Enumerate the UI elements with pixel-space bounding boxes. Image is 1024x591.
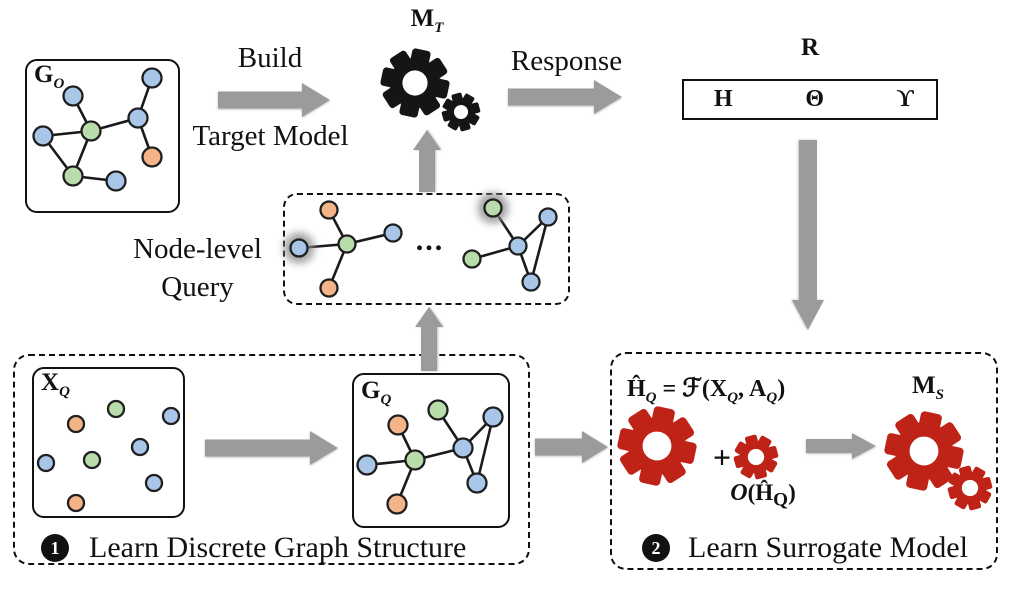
- graph-node-orange: [319, 200, 339, 220]
- query-graph-left: [283, 200, 403, 298]
- graph-node-blue: [466, 472, 488, 494]
- step1-box: [13, 354, 530, 565]
- step1-number-badge: 1: [41, 534, 69, 562]
- graph-node-blue: [161, 406, 181, 426]
- response-h-label: H: [714, 86, 733, 112]
- graph-node-blue: [538, 207, 558, 227]
- graph-node-blue: [105, 170, 127, 192]
- node-level-query-label: Node-level Query: [133, 233, 262, 304]
- graph-node-blue: [32, 125, 54, 147]
- graph-node-green: [462, 249, 482, 269]
- graph-node-green: [483, 198, 503, 218]
- graph-node-green: [82, 450, 102, 470]
- step1-caption-text: Learn Discrete Graph Structure: [89, 531, 467, 564]
- graph-node-orange: [386, 493, 408, 515]
- objective-label: O(ĤQ): [730, 480, 796, 511]
- graph-node-blue: [62, 85, 84, 107]
- graph-node-blue: [144, 473, 164, 493]
- response-matrix-box: H Θ ϒ: [682, 79, 938, 120]
- graph-node-orange: [387, 414, 409, 436]
- step2-number-badge: 2: [642, 534, 670, 562]
- query-graph-right: [462, 192, 558, 292]
- graph-edge: [529, 216, 550, 283]
- gq-to-surrogate-arrow: [535, 431, 608, 463]
- graph-node-orange: [319, 278, 339, 298]
- surrogate-formula: ĤQ=ℱ(XQ,AQ): [627, 375, 786, 406]
- graph-node-blue: [141, 67, 163, 89]
- xq-to-gq-arrow: [205, 431, 338, 465]
- surrogate-model-symbol: MS: [912, 372, 944, 403]
- response-arrow: [508, 80, 622, 114]
- graph-node-green: [337, 234, 357, 254]
- target-model-label: Target Model: [192, 120, 349, 152]
- query-features-box: [32, 367, 185, 518]
- response-down-arrow: [792, 140, 824, 330]
- graph-node-green: [80, 120, 102, 142]
- surrogate-gear-large-icon: [884, 411, 964, 491]
- graph-node-blue: [127, 107, 149, 129]
- step1-caption: 1 Learn Discrete Graph Structure: [41, 531, 466, 565]
- build-label: Build: [237, 42, 303, 74]
- query-feature-dots: [36, 399, 181, 513]
- graph-node-green: [106, 399, 126, 419]
- graph-node-blue: [383, 223, 403, 243]
- learned-graph: [356, 399, 504, 515]
- response-theta-label: Θ: [805, 86, 824, 112]
- target-model-symbol: MT: [410, 5, 444, 36]
- graph-node-orange: [66, 414, 86, 434]
- embedding-gear-small-icon: [733, 434, 779, 480]
- step2-box: [610, 352, 998, 570]
- combine-arrow: [806, 433, 876, 459]
- graph-node-blue: [130, 437, 150, 457]
- graph-node-blue: [482, 406, 504, 428]
- target-model-gear-small-icon: [441, 92, 481, 132]
- graph-node-green: [62, 165, 84, 187]
- response-symbol: R: [800, 34, 820, 61]
- embedding-gear-large-icon: [617, 406, 697, 486]
- graph-node-blue: [289, 238, 309, 258]
- query-to-model-arrow: [413, 130, 441, 192]
- ellipsis-label: ...: [415, 224, 445, 257]
- original-graph-symbol: GO: [34, 61, 65, 92]
- response-upsilon-label: ϒ: [896, 86, 914, 112]
- graph-node-blue: [508, 236, 528, 256]
- graph-node-orange: [141, 146, 163, 168]
- graph-node-blue: [36, 453, 56, 473]
- graph-node-blue: [452, 437, 474, 459]
- graph-node-green: [404, 449, 426, 471]
- query-features-symbol: XQ: [41, 369, 70, 400]
- original-graph: [32, 67, 163, 192]
- plus-sign: +: [712, 439, 732, 475]
- target-model-gear-large-icon: [380, 48, 450, 118]
- graph-node-green: [427, 399, 449, 421]
- build-arrow: [218, 83, 330, 117]
- graph-node-blue: [521, 272, 541, 292]
- response-label: Response: [510, 45, 623, 77]
- graph-edge: [475, 416, 495, 484]
- step2-caption-text: Learn Surrogate Model: [688, 531, 968, 564]
- learned-graph-symbol: GQ: [361, 377, 392, 408]
- graph-node-blue: [356, 454, 378, 476]
- step2-caption: 2 Learn Surrogate Model: [642, 531, 968, 565]
- gq-to-query-arrow: [415, 307, 443, 371]
- graph-node-orange: [66, 493, 86, 513]
- surrogate-gear-small-icon: [947, 465, 993, 511]
